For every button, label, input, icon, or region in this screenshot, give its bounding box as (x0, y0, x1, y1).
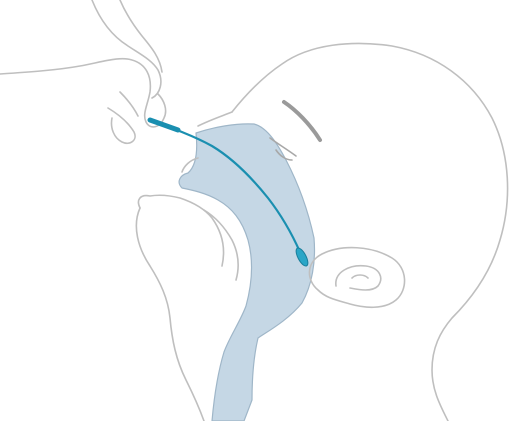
hand-icon (0, 59, 166, 127)
face-profile-line (198, 112, 232, 126)
hand-finger-index (120, 0, 162, 72)
hand-knuckle (120, 92, 138, 116)
nasopharynx-airway-icon (179, 124, 314, 421)
eyebrow-icon (284, 102, 320, 140)
ear-icon (309, 248, 404, 308)
hand-thumb (108, 108, 135, 143)
ear-canal-mark (352, 275, 368, 278)
jaw-line (138, 195, 223, 266)
chin-line (136, 208, 204, 421)
ear-inner-fold (336, 266, 381, 290)
tongue-line (204, 210, 238, 280)
swab-handle (150, 120, 178, 130)
